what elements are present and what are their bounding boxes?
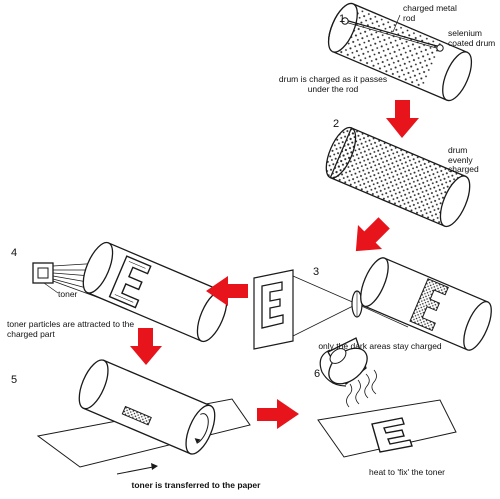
arrow-step5-to-step6 — [257, 399, 299, 429]
step6-number: 6 — [314, 368, 321, 380]
label-toner-transferred: toner is transferred to the paper — [131, 480, 261, 490]
label-dark-areas-stay-charged: only the dark areas stay charged — [318, 341, 442, 351]
step6-heater — [319, 337, 368, 387]
arrow-step3-to-step4 — [206, 276, 248, 306]
step6-heat-waves — [346, 369, 377, 408]
step4-drum — [82, 241, 228, 343]
label-charged-metal-rod: charged metal rod — [403, 3, 457, 23]
step4-number: 4 — [11, 247, 18, 259]
step5-paper-direction-arrow — [116, 463, 158, 475]
step6-paper — [317, 399, 457, 458]
label-toner-attracted: toner particles are attracted to the cha… — [7, 319, 135, 339]
arrow-step1-to-step2 — [386, 100, 419, 138]
step2-drum — [325, 126, 471, 228]
step4-toner-source — [32, 262, 59, 294]
step5-number: 5 — [11, 374, 18, 386]
step1-charged-rod — [341, 14, 444, 52]
arrow-step2-to-step3 — [355, 217, 390, 252]
flow-arrows — [130, 100, 419, 429]
label-toner: toner — [58, 289, 78, 299]
label-drum-charged-under-rod: drum is charged as it passes under the r… — [278, 74, 388, 94]
label-heat-fix-toner: heat to 'fix' the toner — [369, 467, 446, 477]
step5-drum — [78, 359, 216, 455]
label-drum-evenly-charged: drum evenly charged — [448, 145, 479, 174]
step3-drum — [360, 257, 492, 351]
step1-number: 1 — [339, 13, 346, 25]
step3-original-document — [253, 269, 294, 350]
step3-number: 3 — [313, 266, 320, 278]
label-selenium-coated-drum: selenium coated drum — [448, 28, 496, 48]
step2-number: 2 — [333, 118, 340, 130]
arrow-step4-to-step5 — [130, 328, 162, 365]
